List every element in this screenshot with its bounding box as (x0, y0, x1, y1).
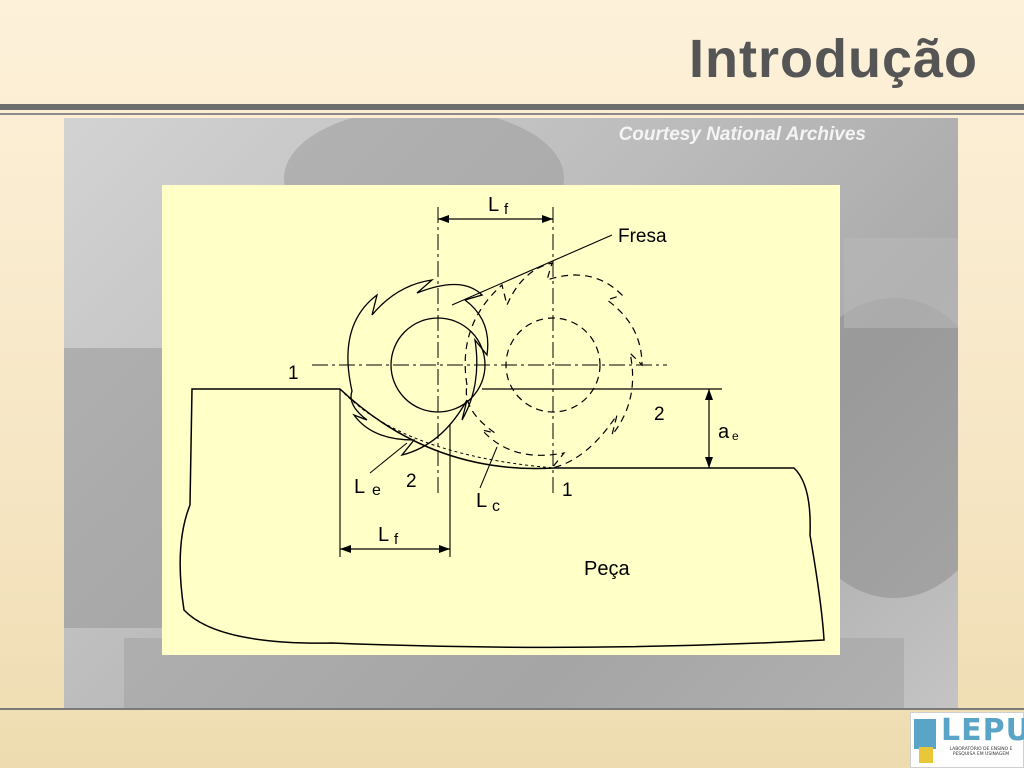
label-lf-bottom-sub: f (394, 531, 399, 548)
lf-bottom-arrow-left (340, 545, 351, 553)
label-lf-top: L (488, 194, 499, 216)
cutter-solid (347, 279, 489, 457)
label-2-bottom: 2 (406, 471, 417, 492)
label-fresa: Fresa (618, 226, 667, 247)
title-divider-thin (0, 113, 1024, 115)
label-ae-sub: e (732, 429, 739, 443)
label-lc: L (476, 490, 487, 512)
footer-divider (0, 708, 1024, 710)
lf-top-arrow-right (542, 215, 553, 223)
label-ae: a (718, 421, 730, 443)
label-2-right: 2 (654, 404, 665, 425)
milling-diagram: L f Fresa 1 2 a e L e 2 L c 1 L f Peça (162, 185, 840, 655)
label-1-bottom: 1 (562, 480, 573, 501)
label-lc-sub: c (492, 498, 500, 515)
workpiece-outline (179, 388, 825, 649)
photo-credit: Courtesy National Archives (618, 124, 866, 145)
diagram-drawing: L f Fresa 1 2 a e L e 2 L c 1 L f Peça (179, 194, 825, 649)
label-le-sub: e (372, 482, 381, 499)
lepu-logo: LEPU LABORATÓRIO DE ENSINO E PESQUISA EM… (910, 712, 1024, 768)
le-leader (369, 442, 408, 474)
label-1-left: 1 (288, 363, 299, 384)
lc-leader (479, 446, 498, 489)
fresa-leader (451, 234, 613, 306)
lf-top-arrow-left (438, 215, 449, 223)
label-le: L (354, 476, 365, 498)
logo-subtitle: LABORATÓRIO DE ENSINO E PESQUISA EM USIN… (949, 747, 1013, 757)
lf-bottom-arrow-right (439, 545, 450, 553)
logo-text: LEPU (941, 713, 1024, 748)
cutter-dashed (464, 262, 643, 469)
slide-title: Introdução (689, 29, 978, 89)
title-divider (0, 104, 1024, 110)
ae-arrow-top (705, 389, 713, 400)
logo-emblem-icon (914, 719, 936, 763)
label-peca: Peça (584, 558, 630, 580)
label-lf-top-sub: f (504, 201, 509, 218)
ae-arrow-bottom (705, 457, 713, 468)
label-lf-bottom: L (378, 524, 389, 546)
